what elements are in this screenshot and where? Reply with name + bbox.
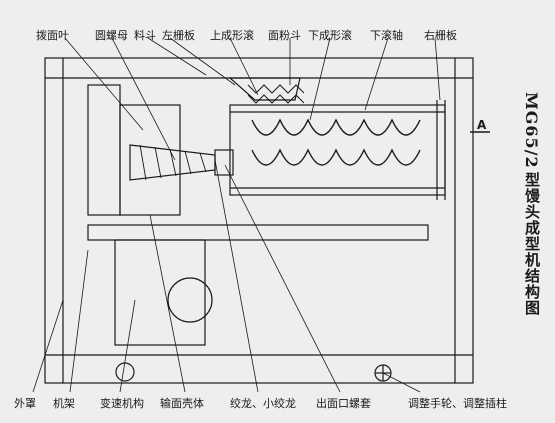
motor-body — [167, 277, 213, 323]
label-hopper: 料斗 — [134, 29, 156, 42]
label-outlet-sleeve: 出面口螺套 — [316, 397, 371, 410]
drive-block — [87, 84, 121, 216]
label-speed-change: 变速机构 — [100, 397, 144, 410]
machine-frame — [44, 57, 474, 384]
lower-shelf — [87, 224, 429, 241]
outlet-sleeve — [214, 149, 234, 176]
label-outer-cover: 外罩 — [14, 397, 36, 410]
spiral-forming-roller — [251, 118, 421, 166]
title-name: 型馒头成型机结构图 — [523, 172, 541, 316]
label-lower-forming-roller: 下成形滚 — [308, 29, 352, 42]
label-lower-roller-shaft: 下滚轴 — [370, 29, 403, 42]
label-dough-housing: 输面壳体 — [160, 397, 204, 410]
label-dough-paddle: 拨面叶 — [36, 29, 69, 42]
section-mark: A — [477, 118, 487, 132]
right-grille-bars — [436, 100, 446, 200]
label-upper-forming-roller: 上成形滚 — [210, 29, 254, 42]
leader-lines — [32, 37, 441, 393]
hopper-shape — [228, 77, 301, 101]
label-right-grille: 右栅板 — [424, 29, 457, 42]
label-adjust-wheel: 调整手轮、调整插柱 — [408, 397, 507, 410]
label-round-nut: 圆螺母 — [95, 29, 128, 42]
label-frame: 机架 — [53, 397, 75, 410]
title-model: MG65/2 — [522, 92, 541, 169]
upper-roller-set — [247, 84, 305, 104]
label-augers: 绞龙、小绞龙 — [230, 397, 296, 410]
auger-housing — [119, 104, 181, 216]
pulley-wheel — [115, 362, 135, 382]
roller-housing — [229, 104, 446, 196]
label-left-grille: 左栅板 — [162, 29, 195, 42]
auger-threads — [139, 144, 207, 181]
label-flour-hopper: 面粉斗 — [268, 29, 301, 42]
gearbox-housing — [114, 239, 206, 346]
